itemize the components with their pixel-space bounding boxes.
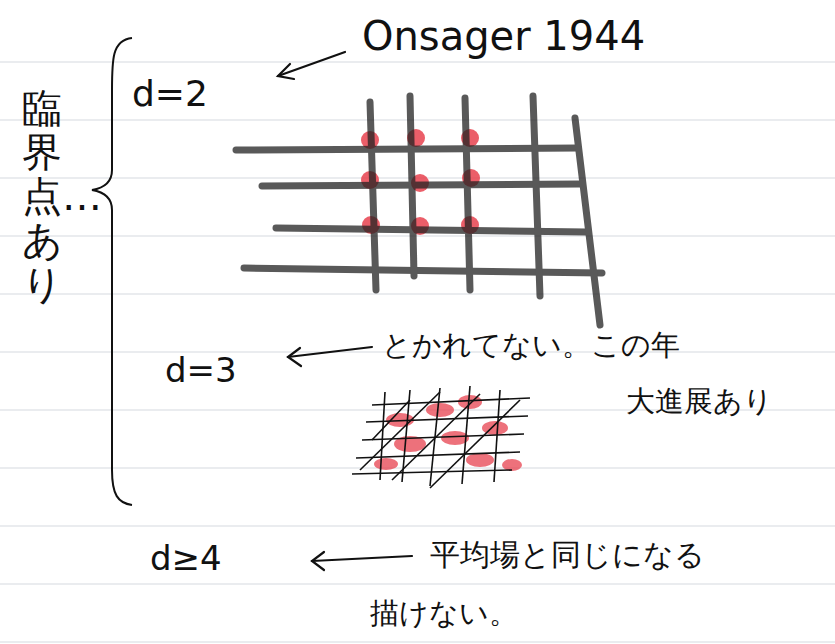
dimension-label: d=2: [132, 74, 208, 114]
lattice-3d: [352, 386, 530, 488]
ruled-lines: [0, 62, 835, 642]
note-text: 平均場と同じになる: [430, 538, 705, 571]
note-text: 大進展あり: [626, 386, 773, 418]
vertical-note: 臨界点…あり: [22, 86, 62, 306]
dimension-label: d=3: [165, 352, 237, 389]
dimension-label: d≥4: [150, 540, 222, 577]
attribution-note: Onsager 1944: [362, 14, 645, 58]
note-text: 描けない。: [370, 598, 518, 630]
lattice-2d: [236, 96, 602, 325]
note-text: とかれてない。この年: [382, 330, 680, 362]
leader-arrows: [278, 52, 412, 570]
brace: [92, 38, 132, 505]
